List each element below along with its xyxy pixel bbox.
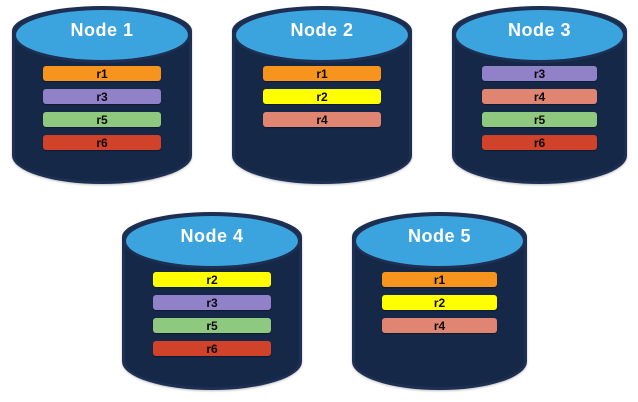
record-bar-r1[interactable]: r1	[262, 66, 382, 81]
record-bar-label: r6	[96, 135, 108, 150]
record-bar-r4[interactable]: r4	[481, 89, 598, 104]
record-bar-r2[interactable]: r2	[262, 89, 382, 104]
record-bar-label: r6	[533, 135, 546, 150]
record-bar-label: r3	[96, 89, 108, 104]
record-bar-label: r1	[316, 66, 328, 81]
cylinder-top-ellipse-icon	[233, 7, 411, 63]
record-bar-label: r1	[433, 272, 446, 287]
record-bar-r1[interactable]: r1	[42, 66, 162, 81]
record-bar-list: r2 r3 r5 r6	[122, 272, 302, 356]
node-label: Node 5	[407, 226, 471, 246]
record-bar-r2[interactable]: r2	[381, 295, 498, 310]
record-bar-r1[interactable]: r1	[381, 272, 498, 287]
record-bar-list: r3 r4 r5 r6	[452, 66, 627, 150]
record-bar-label: r5	[206, 318, 218, 333]
node-cylinder-3[interactable]: Node 3 r3 r4 r5 r6	[452, 6, 627, 184]
record-bar-list: r1 r2 r4	[232, 66, 412, 127]
record-bar-r6[interactable]: r6	[152, 341, 272, 356]
node-label: Node 3	[507, 20, 571, 40]
node-cylinder-5[interactable]: Node 5 r1 r2 r4	[352, 212, 527, 390]
record-bar-list: r1 r3 r5 r6	[12, 66, 192, 150]
node-label: Node 4	[180, 226, 244, 246]
record-bar-r3[interactable]: r3	[152, 295, 272, 310]
record-bar-r4[interactable]: r4	[381, 318, 498, 333]
record-bar-label: r3	[533, 66, 546, 81]
record-bar-r4[interactable]: r4	[262, 112, 382, 127]
record-bar-label: r4	[433, 318, 446, 333]
cylinder-top-ellipse-icon	[123, 213, 301, 269]
record-bar-label: r4	[316, 112, 328, 127]
record-bar-r5[interactable]: r5	[42, 112, 162, 127]
record-bar-r6[interactable]: r6	[42, 135, 162, 150]
record-bar-label: r2	[316, 89, 328, 104]
record-bar-label: r4	[533, 89, 546, 104]
record-bar-r5[interactable]: r5	[152, 318, 272, 333]
record-bar-r2[interactable]: r2	[152, 272, 272, 287]
node-label: Node 2	[290, 20, 354, 40]
record-bar-label: r2	[206, 272, 218, 287]
record-bar-r6[interactable]: r6	[481, 135, 598, 150]
cylinder-top-ellipse-icon	[13, 7, 191, 63]
record-bar-r5[interactable]: r5	[481, 112, 598, 127]
cylinder-top-ellipse-icon	[453, 7, 626, 63]
node-label: Node 1	[70, 20, 134, 40]
record-bar-label: r3	[206, 295, 218, 310]
cylinder-top-ellipse-icon	[353, 213, 526, 269]
record-bar-label: r6	[206, 341, 218, 356]
record-bar-label: r1	[96, 66, 108, 81]
record-bar-label: r5	[96, 112, 108, 127]
record-bar-list: r1 r2 r4	[352, 272, 527, 333]
node-cylinder-1[interactable]: Node 1 r1 r3 r5 r6	[12, 6, 192, 184]
node-cylinder-2[interactable]: Node 2 r1 r2 r4	[232, 6, 412, 184]
record-bar-label: r2	[433, 295, 446, 310]
record-bar-r3[interactable]: r3	[42, 89, 162, 104]
node-cylinder-4[interactable]: Node 4 r2 r3 r5 r6	[122, 212, 302, 390]
record-bar-r3[interactable]: r3	[481, 66, 598, 81]
record-bar-label: r5	[533, 112, 546, 127]
